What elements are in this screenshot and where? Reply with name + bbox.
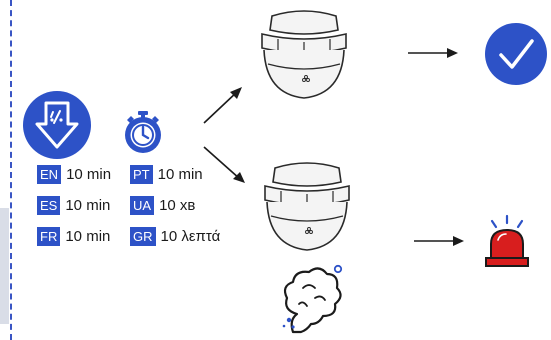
arrow-right-icon <box>414 236 464 246</box>
checkmark-badge-icon <box>485 23 547 85</box>
lang-code-badge: PT <box>130 164 153 184</box>
smoke-detector-icon <box>261 10 347 99</box>
lang-duration: 10 min <box>65 196 111 214</box>
smoke-cloud-icon <box>282 264 343 334</box>
lang-code-badge: GR <box>130 226 156 246</box>
lang-code-badge: UA <box>130 195 155 215</box>
lang-duration: 10 λεπτά <box>160 227 221 245</box>
lang-row-fr: FR 10 min <box>37 226 110 246</box>
arrow-up-right-icon <box>203 87 242 124</box>
lang-row-ua: UA 10 хв <box>130 195 195 215</box>
arrow-right-icon <box>408 48 458 58</box>
lang-code-badge: ES <box>37 195 61 215</box>
lang-duration: 10 хв <box>159 196 196 214</box>
lang-duration: 10 min <box>65 227 111 245</box>
arrow-down-right-icon <box>203 146 245 183</box>
alarm-siren-icon <box>485 214 529 267</box>
lang-duration: 10 min <box>66 165 112 183</box>
lang-duration: 10 min <box>157 165 203 183</box>
lang-row-gr: GR 10 λεπτά <box>130 226 220 246</box>
lang-row-es: ES 10 min <box>37 195 110 215</box>
lang-row-pt: PT 10 min <box>130 164 203 184</box>
dashed-divider <box>10 0 12 340</box>
stopwatch-icon <box>125 111 161 153</box>
lang-code-badge: EN <box>37 164 62 184</box>
smoke-detector-icon <box>264 162 350 251</box>
side-strip <box>0 208 9 324</box>
lang-row-en: EN 10 min <box>37 164 111 184</box>
lang-code-badge: FR <box>37 226 61 246</box>
download-arrow-icon <box>23 91 91 159</box>
